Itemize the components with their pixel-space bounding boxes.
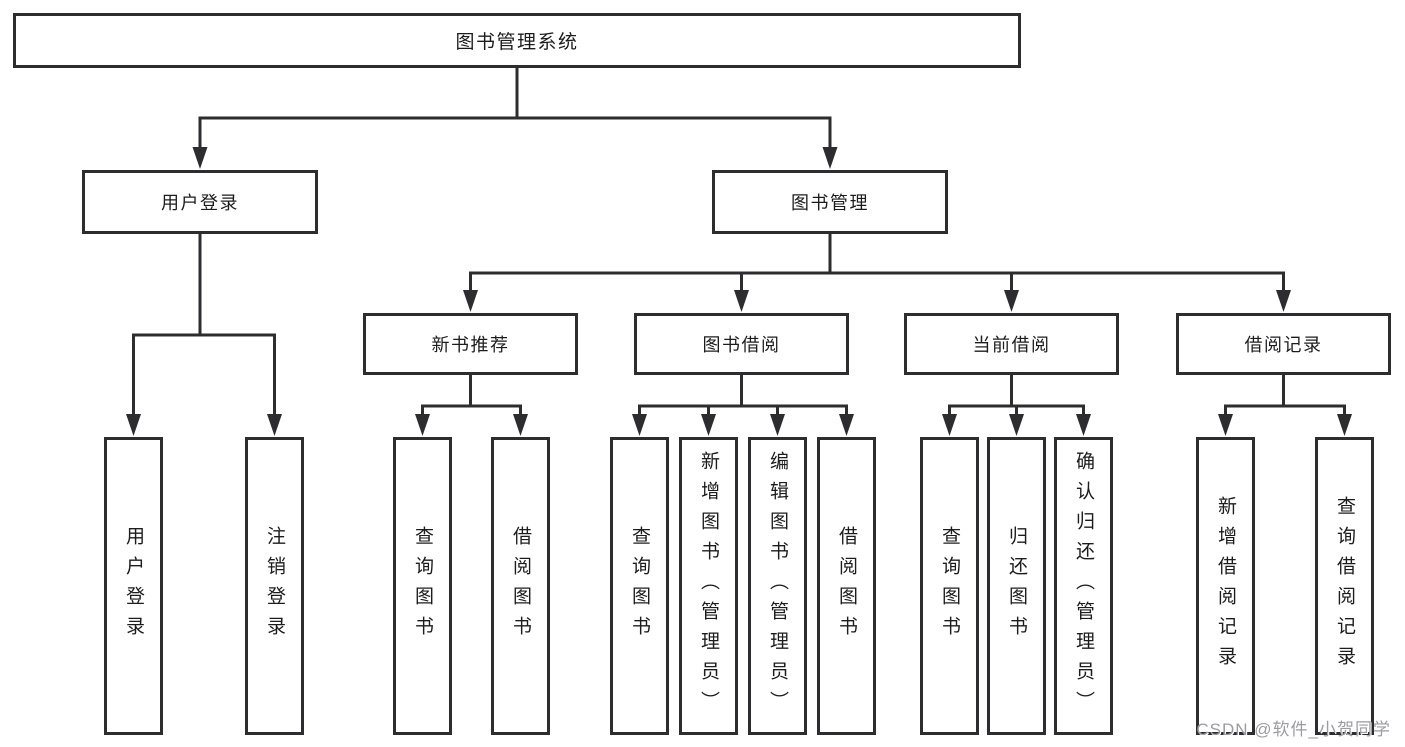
node-label: 借阅记录 xyxy=(1244,335,1323,355)
node-label: 图书管理 xyxy=(791,193,869,213)
node-new-book-recommend: 新书推荐 xyxy=(363,313,578,375)
leaf-current-confirm-return-admin: 确认归还（管理员） xyxy=(1054,437,1113,735)
node-label: 借阅图书 xyxy=(836,526,857,646)
leaf-borrow-add-books-admin: 新增图书（管理员） xyxy=(679,437,738,735)
leaf-newbook-borrow-books: 借阅图书 xyxy=(491,437,550,735)
leaf-newbook-query-books: 查询图书 xyxy=(393,437,452,735)
leaf-user-login: 用户登录 xyxy=(104,437,163,735)
leaf-logout: 注销登录 xyxy=(245,437,304,735)
node-borrow-records: 借阅记录 xyxy=(1176,313,1391,375)
leaf-current-return-books: 归还图书 xyxy=(987,437,1046,735)
node-label: 新书推荐 xyxy=(431,335,510,355)
leaf-records-add-borrow-record: 新增借阅记录 xyxy=(1196,437,1255,735)
node-label: 查询图书 xyxy=(939,526,960,646)
node-label: 图书管理系统 xyxy=(455,32,579,53)
leaf-borrow-borrow-books: 借阅图书 xyxy=(817,437,876,735)
node-label: 当前借阅 xyxy=(972,335,1051,355)
node-label: 编辑图书（管理员） xyxy=(767,451,788,721)
node-label: 注销登录 xyxy=(264,526,285,646)
node-label: 用户登录 xyxy=(161,193,239,213)
node-label: 借阅图书 xyxy=(510,526,531,646)
node-library-management-system: 图书管理系统 xyxy=(13,13,1021,68)
node-label: 查询图书 xyxy=(629,526,650,646)
node-label: 归还图书 xyxy=(1006,526,1027,646)
node-label: 查询借阅记录 xyxy=(1334,496,1355,676)
leaf-borrow-query-books: 查询图书 xyxy=(610,437,669,735)
csdn-watermark: CSDN @软件_小贺同学 xyxy=(1196,720,1391,739)
leaf-current-query-books: 查询图书 xyxy=(920,437,979,735)
node-label: 用户登录 xyxy=(123,526,144,646)
node-label: 新增借阅记录 xyxy=(1215,496,1236,676)
node-book-management: 图书管理 xyxy=(712,170,948,234)
node-label: 查询图书 xyxy=(412,526,433,646)
node-label: 图书借阅 xyxy=(702,335,781,355)
leaf-borrow-edit-books-admin: 编辑图书（管理员） xyxy=(748,437,807,735)
node-user-login: 用户登录 xyxy=(82,170,318,234)
node-label: 新增图书（管理员） xyxy=(698,451,719,721)
leaf-records-query-borrow-record: 查询借阅记录 xyxy=(1315,437,1374,735)
node-label: 确认归还（管理员） xyxy=(1073,451,1094,721)
node-book-borrow: 图书借阅 xyxy=(634,313,849,375)
node-current-borrow: 当前借阅 xyxy=(904,313,1119,375)
